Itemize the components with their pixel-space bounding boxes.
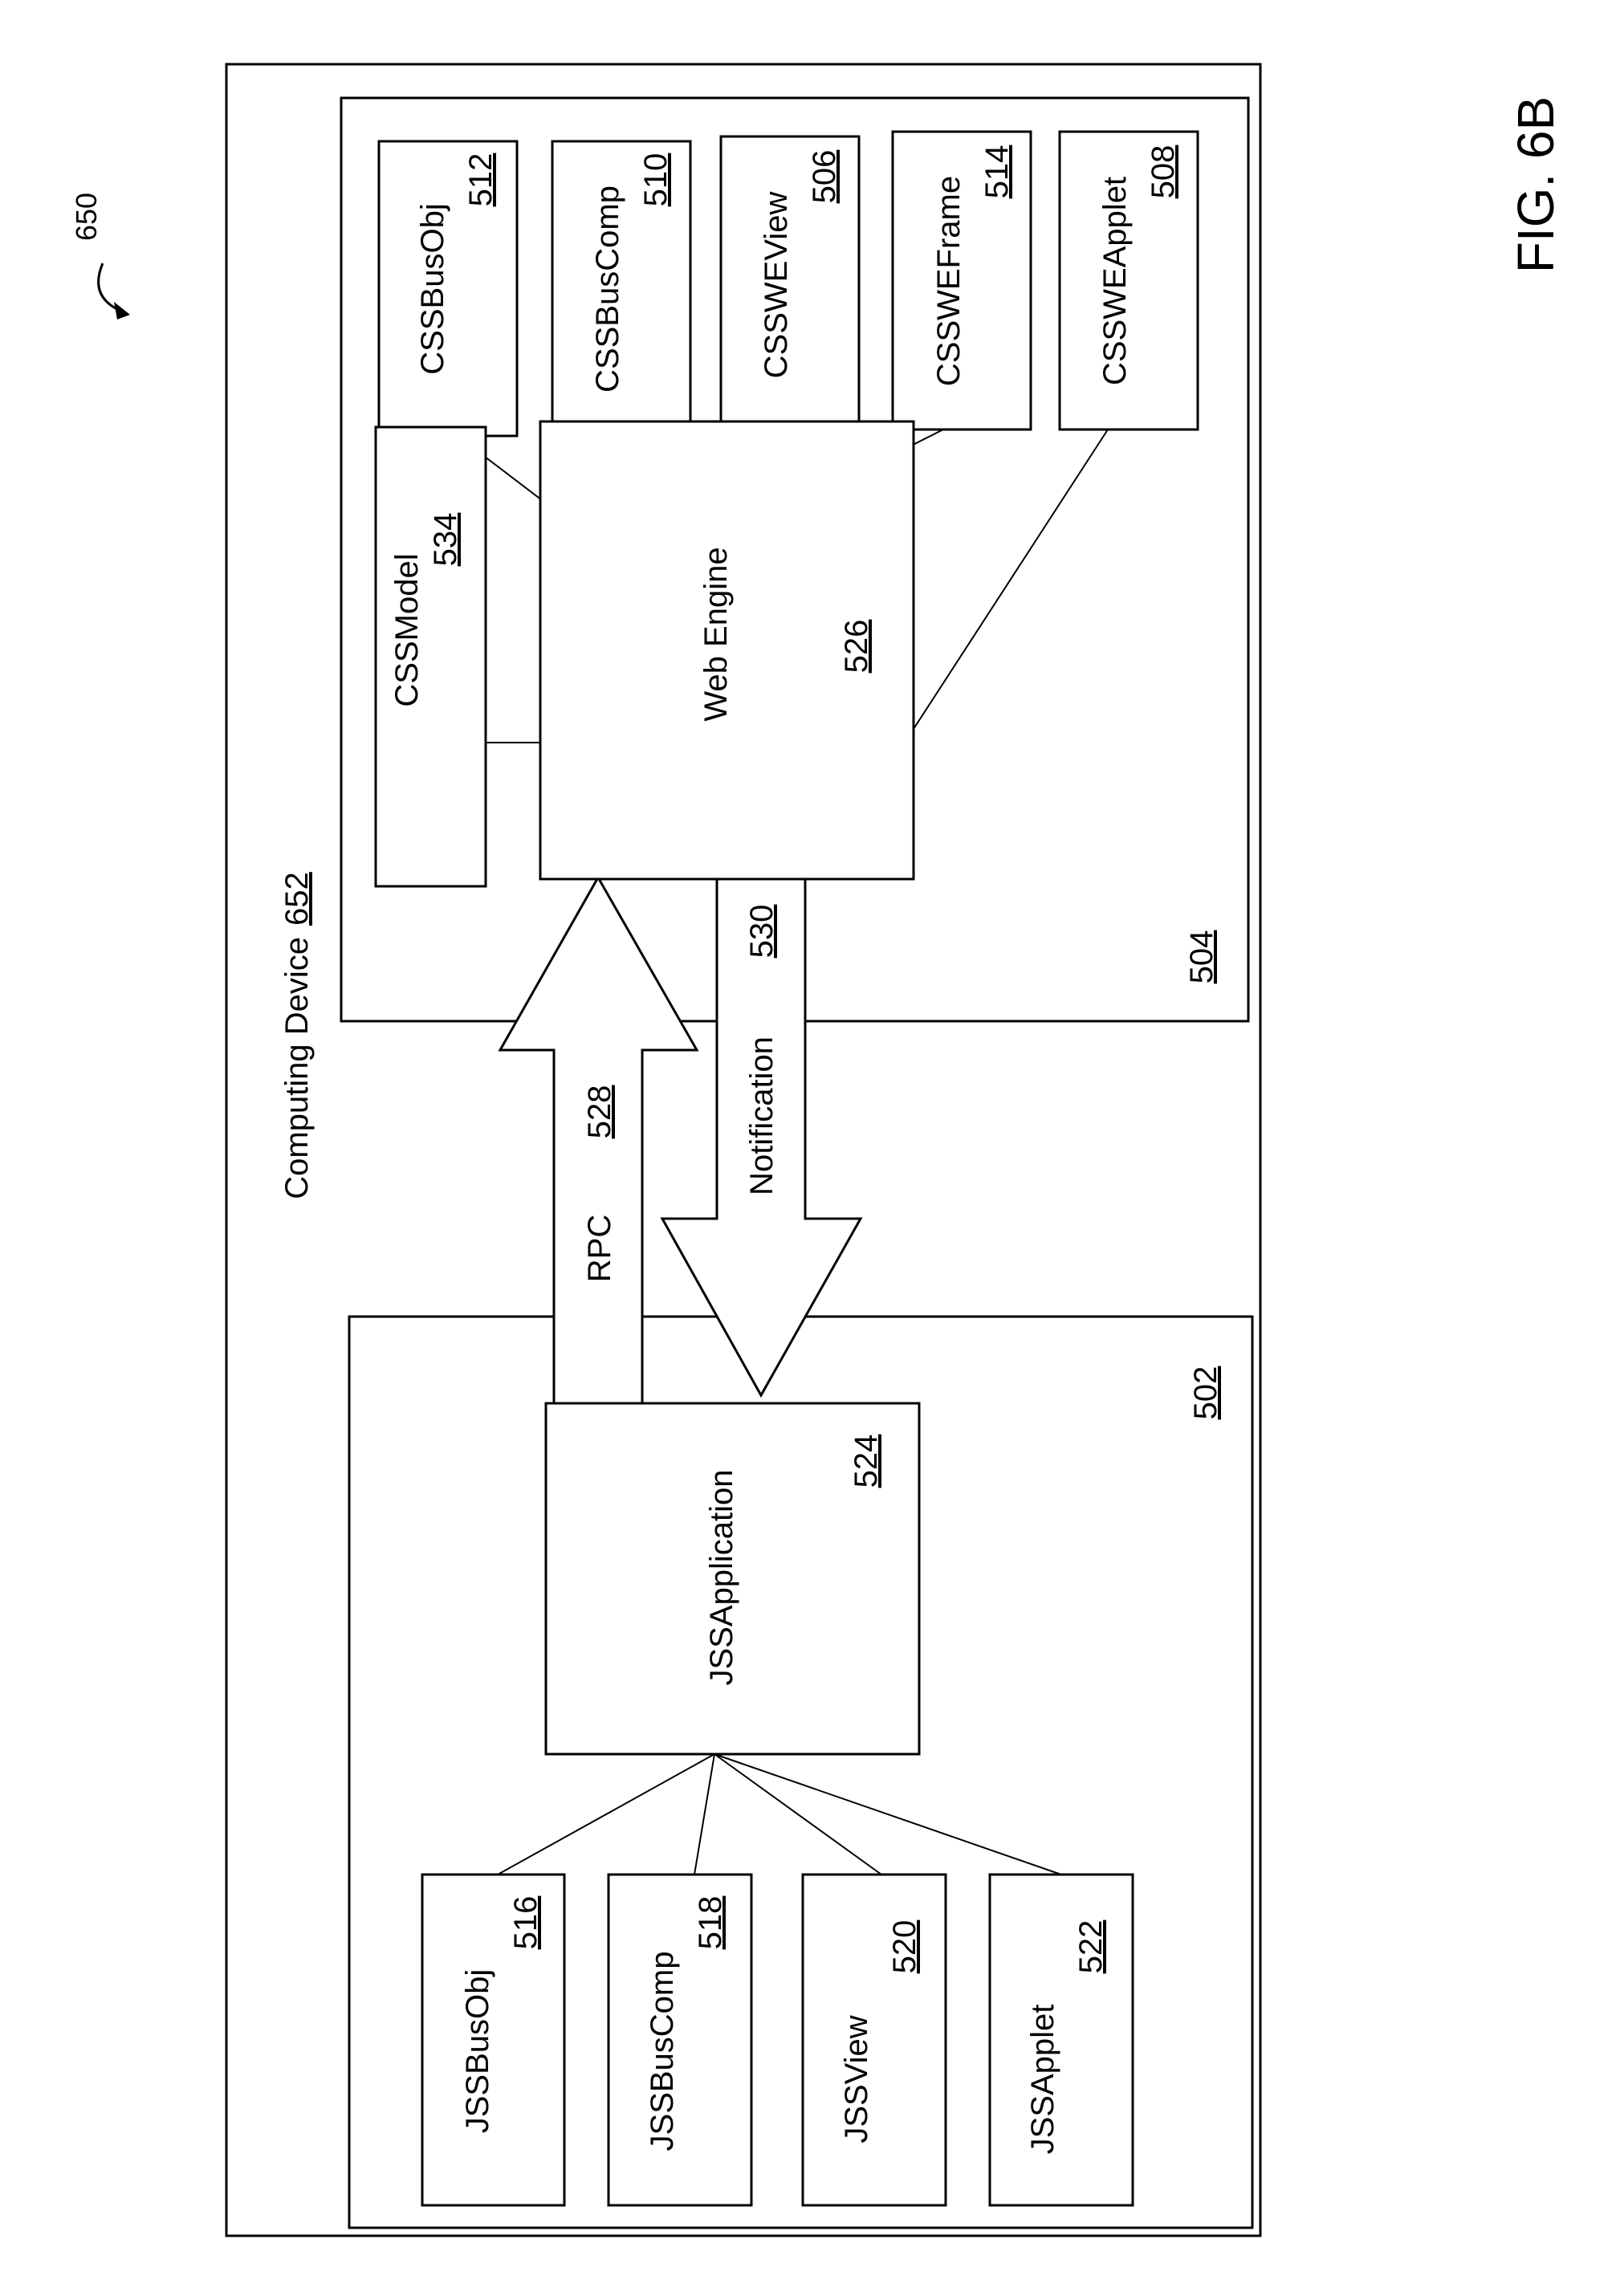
cssweframe-box (891, 130, 1032, 431)
figure-ref: 650 (70, 193, 103, 241)
notification-label: Notification (744, 1036, 779, 1195)
figure-ref-arrowhead-icon (114, 302, 130, 320)
cssmodel-number: 534 (428, 513, 463, 567)
web-engine-label: Web Engine (698, 547, 734, 721)
cssbusobj-box (377, 140, 519, 438)
cssweframe-label: CSSWEFrame (931, 176, 967, 386)
jssbusobj-number: 516 (508, 1896, 543, 1950)
client-connectors (497, 1753, 1062, 1875)
cssmodel-label: CSSModel (389, 553, 425, 706)
jssapplication-box (544, 1402, 921, 1756)
computing-device-label: Computing Device652 (279, 872, 315, 1199)
jssapplication-number: 524 (849, 1435, 884, 1488)
connector-weapplet-webengine (913, 429, 1109, 730)
jssapplet-box (988, 1873, 1134, 2207)
cssweapplet-number: 508 (1146, 145, 1181, 199)
figure-label: FIG. 6B (1507, 96, 1565, 274)
jssbuscomp-number: 518 (693, 1896, 728, 1950)
jssview-label: JSSView (839, 2015, 874, 2143)
notification-arrow (660, 873, 863, 1398)
web-engine-box (539, 420, 915, 881)
jssbusobj-label: JSSBusObj (460, 1969, 495, 2134)
jssapplication-label: JSSApplication (704, 1469, 739, 1685)
rpc-number: 528 (582, 1085, 617, 1139)
connector-jssapp-applet (714, 1753, 1062, 1875)
computing-device-frame (225, 63, 1262, 2237)
cssbusobj-number: 512 (463, 153, 499, 207)
jssview-box (801, 1873, 947, 2207)
cssbusobj-label: CSSBusObj (415, 203, 450, 374)
cssweview-label: CSSWEView (759, 192, 794, 379)
cssweapplet-box (1058, 130, 1199, 431)
cssweview-number: 506 (807, 150, 842, 204)
cssbuscomp-box (551, 140, 692, 438)
connector-jssapp-buscomp (694, 1753, 715, 1875)
cssbuscomp-label: CSSBusComp (590, 185, 625, 393)
cssweapplet-label: CSSWEApplet (1097, 177, 1133, 385)
notification-number: 530 (744, 905, 779, 959)
cssweframe-number: 514 (979, 145, 1015, 199)
jssbuscomp-box (607, 1873, 753, 2207)
connector-jssapp-busobj (497, 1753, 715, 1875)
rpc-arrow (498, 874, 699, 1405)
connector-jssapp-view (714, 1753, 882, 1875)
cssbuscomp-number: 510 (638, 153, 674, 207)
cssweview-box (719, 135, 861, 438)
jssapplet-label: JSSApplet (1025, 2005, 1060, 2155)
web-engine-number: 526 (839, 620, 874, 674)
figure-ref-arrow-icon (97, 263, 123, 313)
jssbuscomp-label: JSSBusComp (645, 1952, 680, 2151)
client-frame-number: 502 (1188, 1366, 1223, 1420)
jssview-number: 520 (887, 1920, 922, 1974)
jssapplet-number: 522 (1073, 1920, 1109, 1974)
cssmodel-box (374, 425, 487, 888)
rpc-label: RPC (582, 1215, 617, 1282)
server-frame-number: 504 (1184, 930, 1219, 984)
jssbusobj-box (421, 1873, 566, 2207)
